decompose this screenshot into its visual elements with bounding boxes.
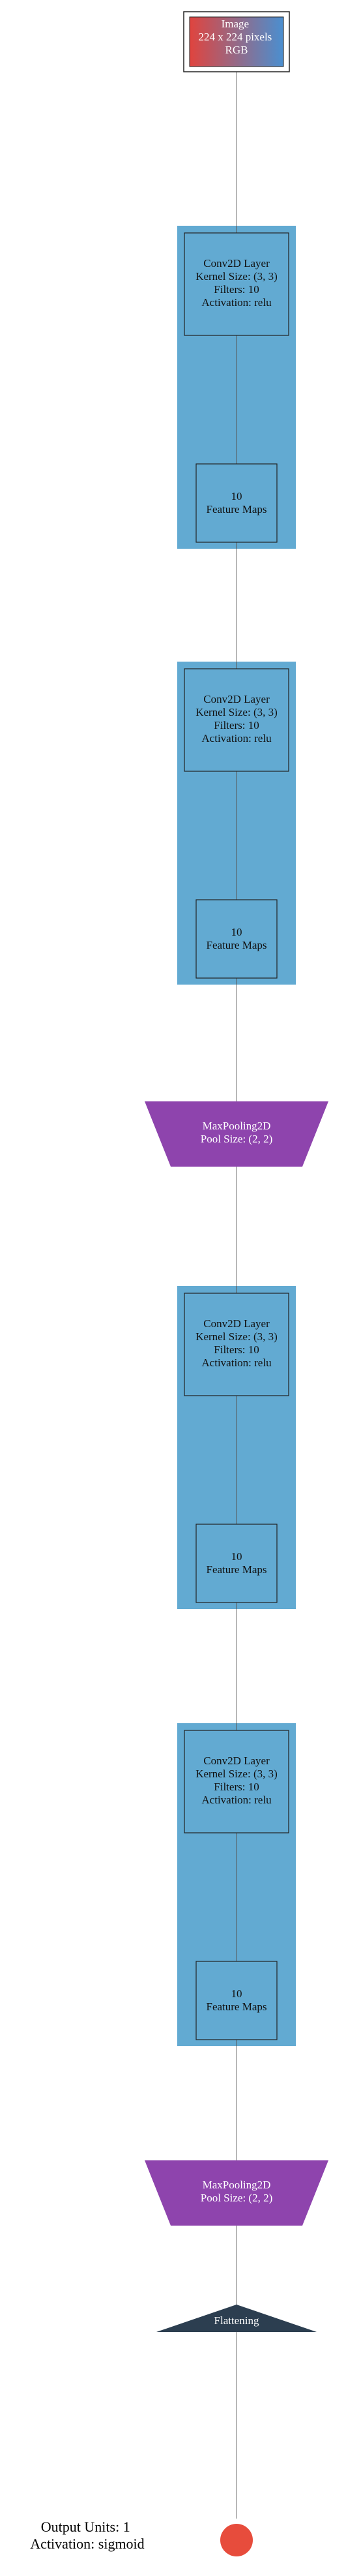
maxpool-trapezoid — [145, 1101, 328, 1167]
feature-maps-box — [195, 1961, 278, 2040]
feature-maps-box — [195, 1524, 278, 1603]
maxpool-trapezoid — [145, 2160, 328, 2226]
input-image-fill — [189, 16, 284, 67]
feature-maps-box — [195, 463, 278, 543]
flatten-layer: Flattening — [156, 2305, 317, 2332]
conv-layer-box — [184, 1293, 289, 1396]
flatten-label: Flattening — [214, 2314, 259, 2327]
output-layer: Output Units: 1 Activation: sigmoid — [30, 2519, 253, 2556]
feature-maps-box — [195, 899, 278, 979]
conv-layer-box — [184, 668, 289, 772]
conv-layer-box — [184, 1730, 289, 1833]
flatten-triangle — [156, 2305, 317, 2332]
input-image-node: Image 224 x 224 pixels RGB — [183, 11, 290, 72]
output-label: Output Units: 1 Activation: sigmoid — [30, 2519, 144, 2552]
output-node — [220, 2524, 253, 2556]
input-label: Image 224 x 224 pixels RGB — [198, 18, 274, 56]
conv-layer-box — [184, 232, 289, 336]
